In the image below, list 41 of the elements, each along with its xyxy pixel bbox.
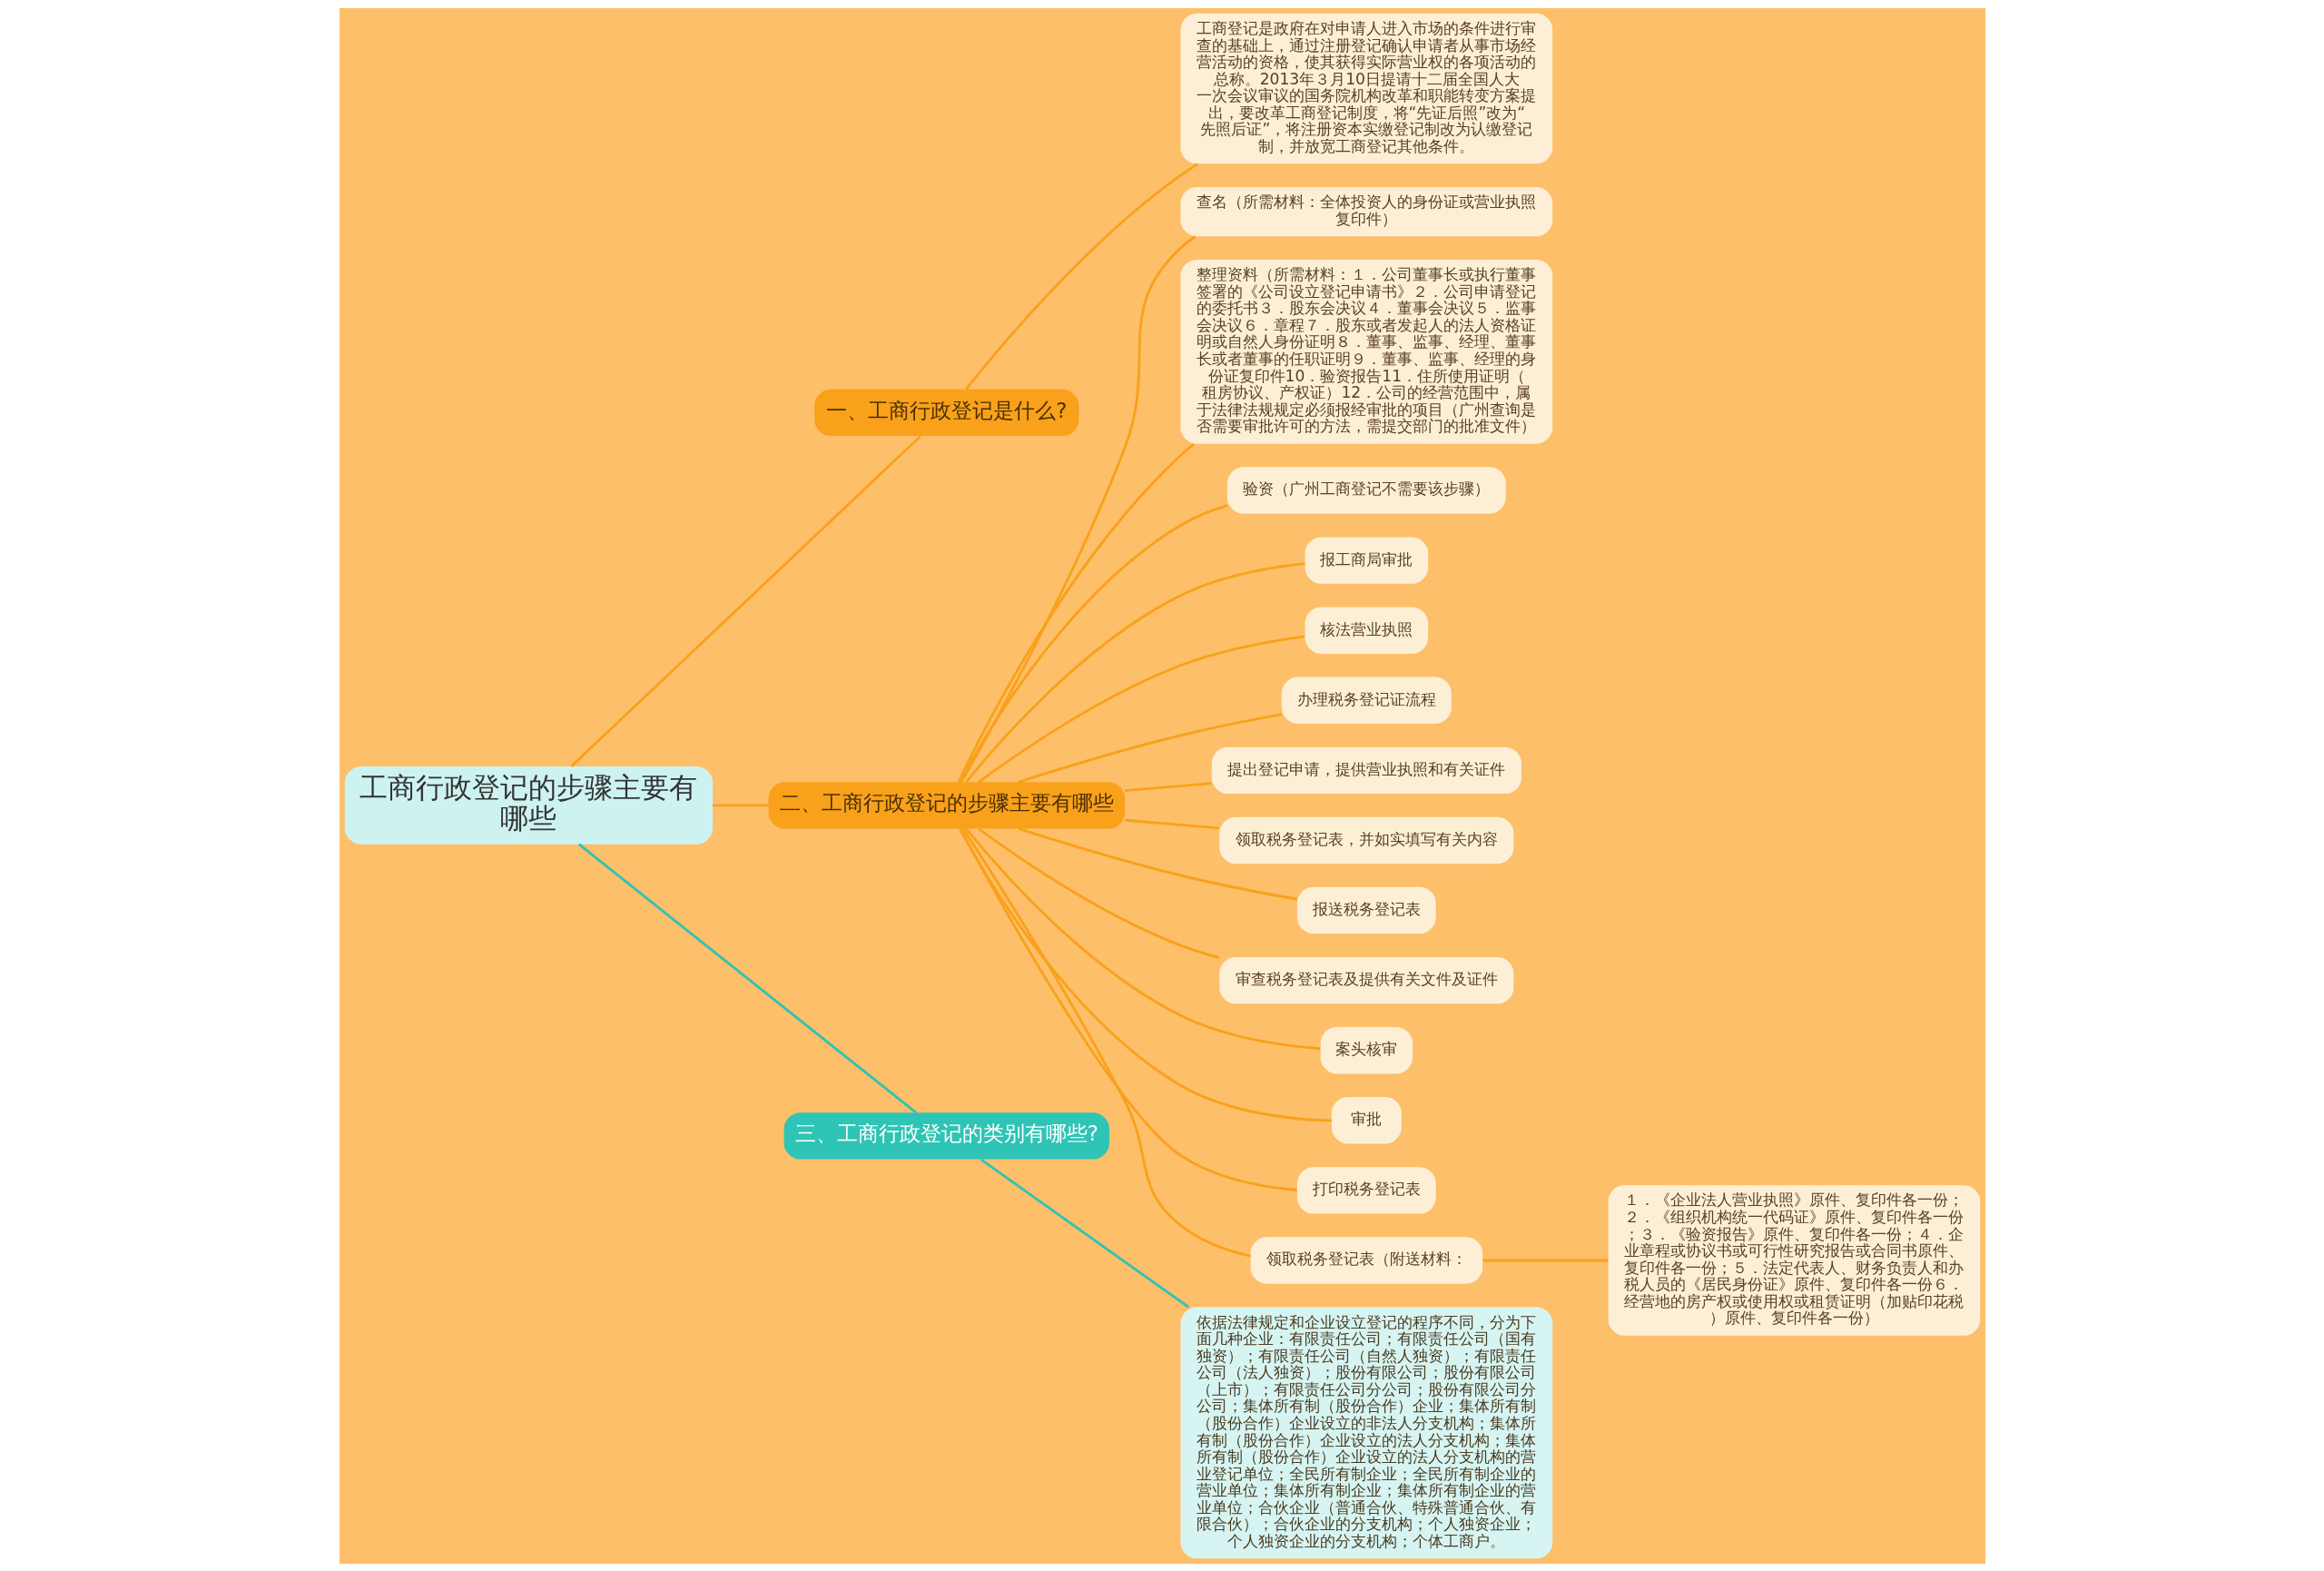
connector	[958, 827, 1332, 1122]
connector	[577, 843, 917, 1113]
connector	[569, 434, 921, 767]
node-box: 验资（广州工商登记不需要该步骤）	[1226, 466, 1506, 514]
node-box: 整理资料（所需材料：１．公司董事长或执行董事签署的《公司设立登记申请书》２．公司申请登记的委托书３．股东会决议４．董事会决议５．监事会决议６．章程７．股东或者发起人的法人资格证明或自然人身份证明８．董事、监事、经理、董事长或者董事的任职证明９．董事、监事、经理的身份证复印件10．验资报告11．住所使用证明（租房协议、产权证）12．公司的经营范围中，属于法律法规规定必须报经审批的项目（广州查询是否需要审批许可的方法，需提交部门的批准文件）	[1180, 259, 1552, 444]
node-box: 三、工商行政登记的类别有哪些?	[783, 1112, 1109, 1160]
node-box: 工商登记是政府在对申请人进入市场的条件进行审查的基础上，通过注册登记确认申请者从事市场经营活动的资格，使其获得实际营业权的各项活动的总称。2013年３月10日提请十二届全国人大一次会议审议的国务院机构改革和职能转变方案提出，要改革工商登记制度，将“先证后照”改为“先照后证”，将注册资本实缴登记制改为认缴登记制，并放宽工商登记其他条件。	[1180, 13, 1552, 163]
node-box: 领取税务登记表（附送材料：	[1250, 1236, 1482, 1284]
node-box: 二、工商行政登记的步骤主要有哪些	[768, 781, 1125, 829]
node-box: 工商行政登记的步骤主要有哪些	[344, 766, 713, 845]
connector	[1018, 712, 1282, 783]
connector	[964, 162, 1198, 390]
node-box: １．《企业法人营业执照》原件、复印件各一份；２．《组织机构统一代码证》原件、复印件各一份；３．《验资报告》原件、复印件各一份；４．企业章程或协议书或可行性研究报告或合同书原件、复印件各一份；５．法定代表人、财务负责人和办税人员的《居民身份证》原件、复印件各一份６．经营地的房产权或使用权或租赁证明（加贴印花税）原件、复印件各一份）	[1608, 1184, 1980, 1336]
connector	[964, 827, 1320, 1050]
connector	[957, 442, 1195, 783]
connector	[959, 827, 1297, 1191]
connector	[1018, 826, 1297, 901]
connector	[1124, 781, 1212, 792]
node-box: 查名（所需材料：全体投资人的身份证或营业执照复印件）	[1180, 186, 1552, 236]
connector	[980, 1158, 1189, 1308]
connector	[977, 634, 1305, 783]
connector	[961, 827, 1251, 1258]
node-box: 报送税务登记表	[1296, 886, 1436, 934]
node-box: 审批	[1331, 1096, 1402, 1143]
node-box: 办理税务登记证流程	[1281, 677, 1452, 724]
node-box: 审查税务登记表及提供有关文件及证件	[1218, 956, 1513, 1003]
node-box: 案头核审	[1320, 1026, 1413, 1073]
node-box: 依据法律规定和企业设立登记的程序不同，分为下面几种企业：有限责任公司；有限责任公司（国有独资）；有限责任公司（自然人独资）；有限责任公司（法人独资）；股份有限公司；股份有限公司（上市）；有限责任公司分公司；股份有限公司分公司；集体所有制（股份合作）企业；集体所有制（股份合作）企业设立的非法人分支机构；集体所有制（股份合作）企业设立的法人分支机构；集体所有制（股份合作）企业设立的法人分支机构的营业登记单位；全民所有制企业；全民所有制企业的营业单位；集体所有制企业；集体所有制企业的营业单位；合伙企业（普通合伙、特殊普通合伙、有限合伙）；合伙企业的分支机构；个人独资企业；个人独资企业的分支机构；个体工商户。	[1180, 1306, 1552, 1558]
connector	[1124, 818, 1219, 829]
connector	[977, 827, 1219, 959]
node-box: 核法营业执照	[1305, 607, 1428, 654]
node-box: 提出登记申请，提供营业执照和有关证件	[1211, 746, 1521, 794]
node-box: 领取税务登记表，并如实填写有关内容	[1218, 816, 1513, 864]
connector	[712, 804, 768, 806]
node-box: 一、工商行政登记是什么?	[813, 389, 1078, 436]
connector	[958, 503, 1227, 783]
connector	[1482, 1259, 1608, 1261]
connector	[960, 234, 1196, 783]
node-box: 报工商局审批	[1305, 536, 1428, 584]
node-box: 打印税务登记表	[1296, 1166, 1436, 1214]
connector	[964, 561, 1305, 783]
